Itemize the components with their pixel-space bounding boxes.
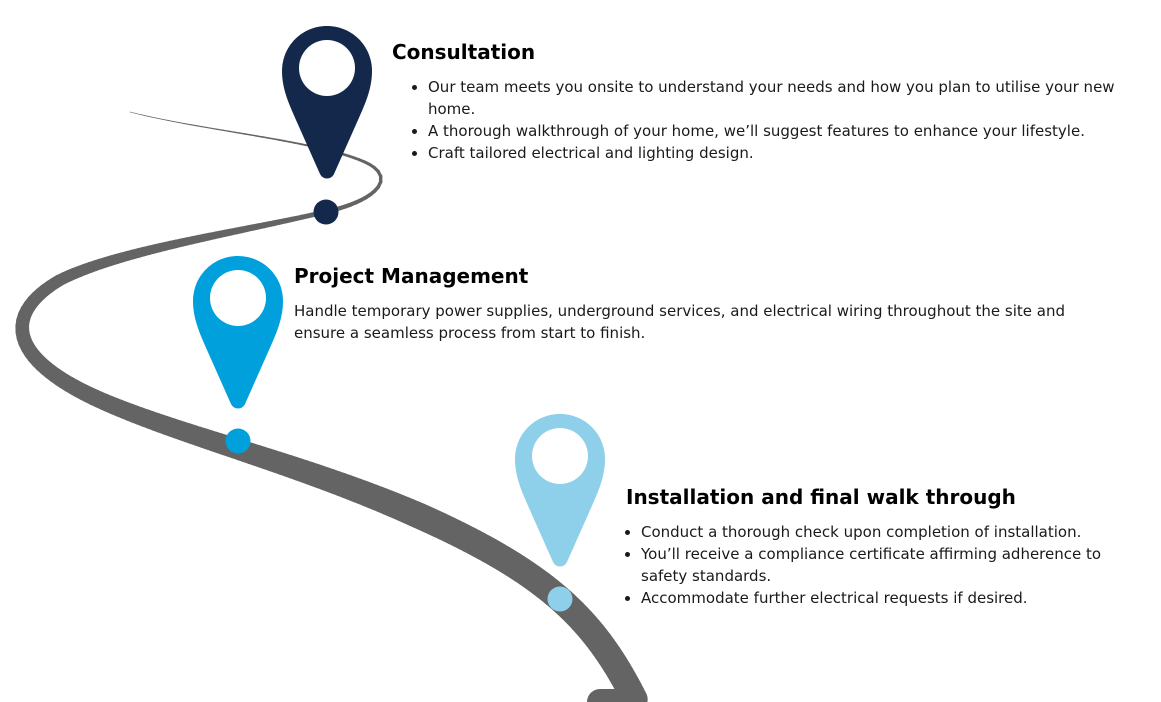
road-segment — [244, 133, 252, 136]
road-segment — [260, 136, 268, 139]
road-segment — [255, 135, 263, 138]
road-segment — [205, 126, 213, 130]
road-segment — [277, 138, 285, 142]
road-segment — [249, 134, 257, 137]
list-item: A thorough walkthrough of your home, we’… — [428, 120, 1142, 142]
list-item: Accommodate further electrical requests … — [641, 587, 1151, 609]
road-segment — [282, 139, 290, 143]
consultation-block: Consultation Our team meets you onsite t… — [392, 40, 1142, 164]
installation-block: Installation and final walk through Cond… — [626, 485, 1151, 609]
installation-title: Installation and final walk through — [626, 485, 1016, 509]
installation-dot — [547, 586, 573, 612]
pin-hole — [210, 270, 266, 326]
road-segment — [189, 124, 197, 127]
project-management-pin-icon — [193, 256, 283, 409]
road-segment — [140, 114, 147, 117]
project-management-block: Project Management Handle temporary powe… — [294, 264, 1074, 344]
list-item: Conduct a thorough check upon completion… — [641, 521, 1151, 543]
road-segment — [216, 128, 224, 131]
road-segment — [173, 121, 180, 124]
road-segment — [195, 125, 202, 128]
road-segment — [227, 130, 235, 133]
road-segment — [271, 137, 279, 141]
road-segment — [222, 129, 230, 132]
road-segment — [145, 115, 153, 118]
road-segment — [238, 132, 246, 135]
list-item: Craft tailored electrical and lighting d… — [428, 142, 1142, 164]
road-segment — [129, 111, 136, 114]
road-segment — [200, 125, 208, 129]
road-end — [602, 690, 641, 695]
road-segment — [178, 122, 186, 125]
consultation-pin-icon — [282, 26, 372, 179]
road-segment — [156, 117, 164, 120]
project-management-title: Project Management — [294, 264, 529, 288]
road-segment — [288, 140, 296, 144]
consultation-points: Our team meets you onsite to understand … — [392, 76, 1142, 164]
consultation-dot — [313, 199, 339, 225]
road-segment — [151, 116, 158, 119]
road-segment — [167, 120, 175, 122]
list-item: Our team meets you onsite to understand … — [428, 76, 1142, 120]
pin-hole — [532, 428, 588, 484]
road-segment — [233, 131, 241, 134]
installation-points: Conduct a thorough check upon completion… — [626, 521, 1151, 609]
road-segment — [211, 127, 219, 130]
road-segment — [135, 113, 142, 115]
project-management-description: Handle temporary power supplies, undergr… — [294, 302, 1066, 342]
road-segment — [266, 136, 274, 140]
pin-hole — [299, 40, 355, 96]
installation-pin-icon — [515, 414, 605, 567]
list-item: You’ll receive a compliance certificate … — [641, 543, 1151, 587]
consultation-title: Consultation — [392, 40, 536, 64]
road-segment — [162, 118, 169, 121]
road-segment — [184, 123, 191, 126]
project-management-dot — [225, 428, 251, 454]
